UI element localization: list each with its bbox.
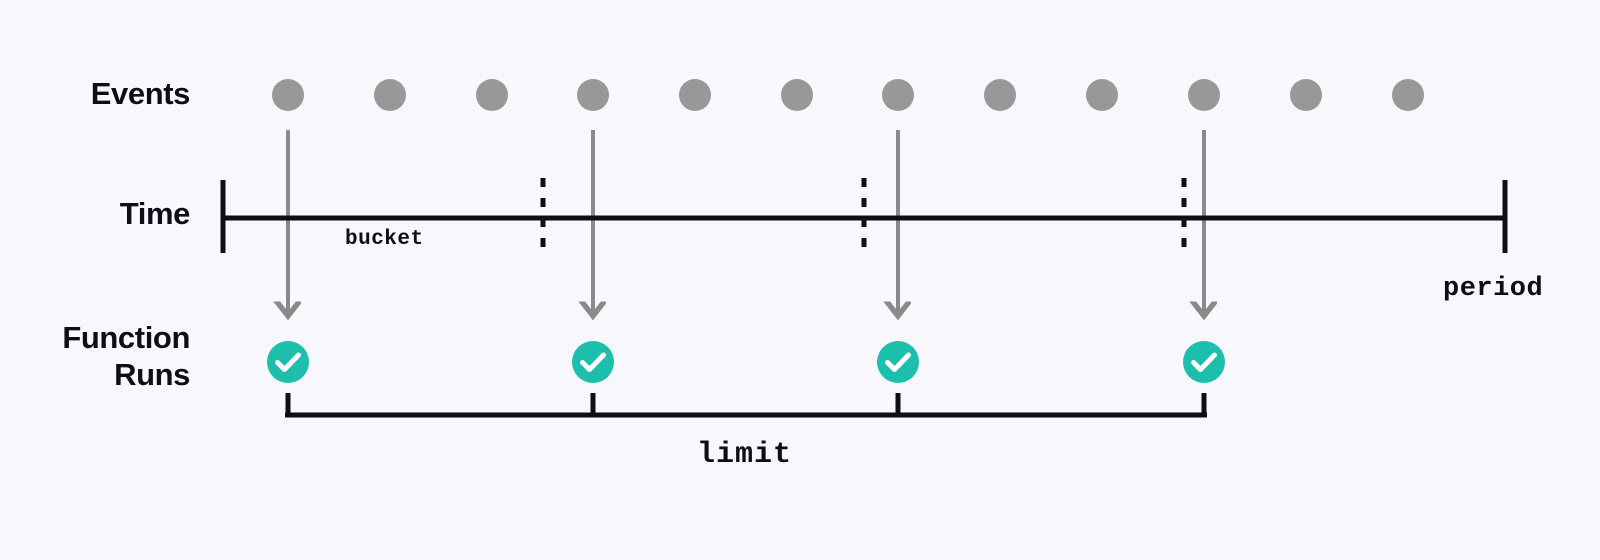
event-dot: [1086, 79, 1118, 111]
event-dot: [272, 79, 304, 111]
function-run-success-marker: [267, 341, 309, 383]
row-label-events: Events: [90, 76, 191, 111]
event-dot: [1392, 79, 1424, 111]
event-dots-row: [272, 79, 1424, 111]
event-dot: [476, 79, 508, 111]
success-circle: [1183, 341, 1225, 383]
timeline-axis: [220, 180, 1508, 253]
annotation-limit: limit: [697, 438, 793, 472]
event-dot: [1188, 79, 1220, 111]
check-icon: [1191, 352, 1217, 372]
check-icon: [885, 352, 911, 372]
event-dot: [882, 79, 914, 111]
trigger-arrows-group: [288, 130, 1204, 312]
function-run-success-marker: [877, 341, 919, 383]
success-circle: [267, 341, 309, 383]
event-dot: [679, 79, 711, 111]
bucket-dividers-group: [540, 178, 1187, 253]
event-dot: [781, 79, 813, 111]
event-dot: [984, 79, 1016, 111]
row-label-time: Time: [119, 196, 191, 231]
check-icon: [275, 352, 301, 372]
event-dot: [1290, 79, 1322, 111]
limit-bracket: [285, 393, 1207, 418]
function-run-markers-group: [267, 341, 1225, 383]
check-icon: [580, 352, 606, 372]
function-run-success-marker: [1183, 341, 1225, 383]
success-circle: [877, 341, 919, 383]
event-dot: [577, 79, 609, 111]
annotation-bucket: bucket: [345, 228, 424, 251]
success-circle: [572, 341, 614, 383]
row-label-function-runs: Function Runs: [62, 320, 190, 392]
function-run-success-marker: [572, 341, 614, 383]
event-dot: [374, 79, 406, 111]
annotation-period: period: [1443, 274, 1544, 304]
